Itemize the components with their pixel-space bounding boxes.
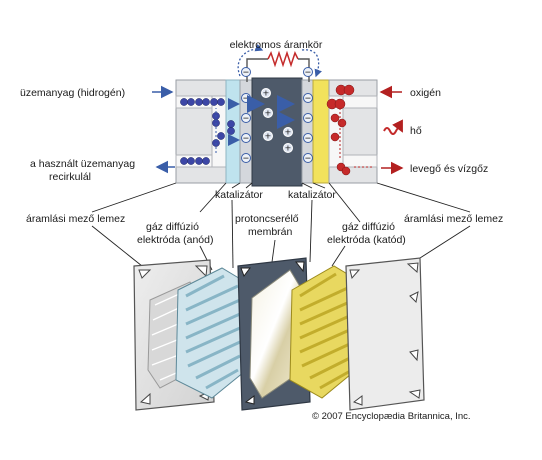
electron-group-anode: − − − − − (241, 67, 251, 165)
svg-text:−: − (305, 67, 311, 79)
proton-icon: + (283, 143, 293, 155)
svg-text:−: − (243, 113, 249, 125)
gdl-anode (175, 267, 245, 399)
svg-text:−: − (305, 153, 311, 165)
svg-text:+: + (285, 143, 291, 155)
electron-icon: − (241, 113, 251, 125)
electric-circuit-label: elektromos áramkör (230, 39, 323, 51)
electron-icon: − (303, 67, 313, 79)
electron-icon: − (241, 67, 251, 79)
gdl-cathode-label-line2: elektróda (katód) (327, 234, 406, 246)
flow-plate-right-label: áramlási mező lemez (404, 213, 503, 225)
electron-group-cathode: − − − − − (303, 67, 313, 165)
membrane-label-line2: membrán (248, 226, 293, 238)
electron-icon: − (303, 93, 313, 105)
right-flow-plate-section (328, 79, 378, 184)
resistor-icon (267, 50, 299, 68)
left-flow-plate-section (175, 79, 227, 184)
svg-text:−: − (305, 93, 311, 105)
hydrogen-molecule-icon (180, 98, 235, 165)
heat-wave-icon (383, 119, 403, 135)
svg-text:−: − (243, 93, 249, 105)
proton-group: + + + + + (247, 88, 295, 155)
svg-text:+: + (285, 127, 291, 139)
svg-text:−: − (305, 133, 311, 145)
electron-icon: − (303, 113, 313, 125)
electron-icon: − (241, 133, 251, 145)
cathode-layer-section (312, 79, 330, 184)
svg-text:+: + (265, 131, 271, 143)
electron-icon: − (241, 153, 251, 165)
gdl-cathode-label-line1: gáz diffúzió (342, 221, 395, 233)
proton-icon: + (263, 131, 273, 143)
air-water-output-label: levegő és vízgőz (410, 163, 488, 175)
svg-text:−: − (305, 113, 311, 125)
svg-text:+: + (265, 108, 271, 120)
flow-plate-left-label: áramlási mező lemez (26, 213, 125, 225)
gdl-anode-label-line1: gáz diffúzió (146, 221, 199, 233)
cross-section: − − − − − − − − − − + + + + + (175, 43, 378, 187)
copyright-notice: © 2007 Encyclopædia Britannica, Inc. (312, 411, 471, 422)
fuel-input-label: üzemanyag (hidrogén) (20, 87, 125, 99)
oxygen-input-label: oxigén (410, 87, 441, 99)
recirculation-label-line1: a használt üzemanyag (30, 158, 135, 170)
electron-icon: − (303, 133, 313, 145)
recirculation-label-line2: recirkulál (49, 171, 91, 183)
heat-label: hő (410, 125, 422, 137)
membrane-label-line1: protoncserélő (235, 213, 299, 225)
catalyst-right-label: katalizátor (288, 189, 336, 201)
membrane-section (251, 77, 303, 187)
gdl-anode-label-line2: elektróda (anód) (137, 234, 213, 246)
svg-text:−: − (243, 133, 249, 145)
svg-text:−: − (243, 153, 249, 165)
proton-icon: + (263, 108, 273, 120)
svg-text:−: − (243, 67, 249, 79)
flow-plate-right (345, 257, 425, 411)
electron-icon: − (303, 153, 313, 165)
catalyst-left-label: katalizátor (215, 189, 263, 201)
svg-text:+: + (263, 88, 269, 100)
